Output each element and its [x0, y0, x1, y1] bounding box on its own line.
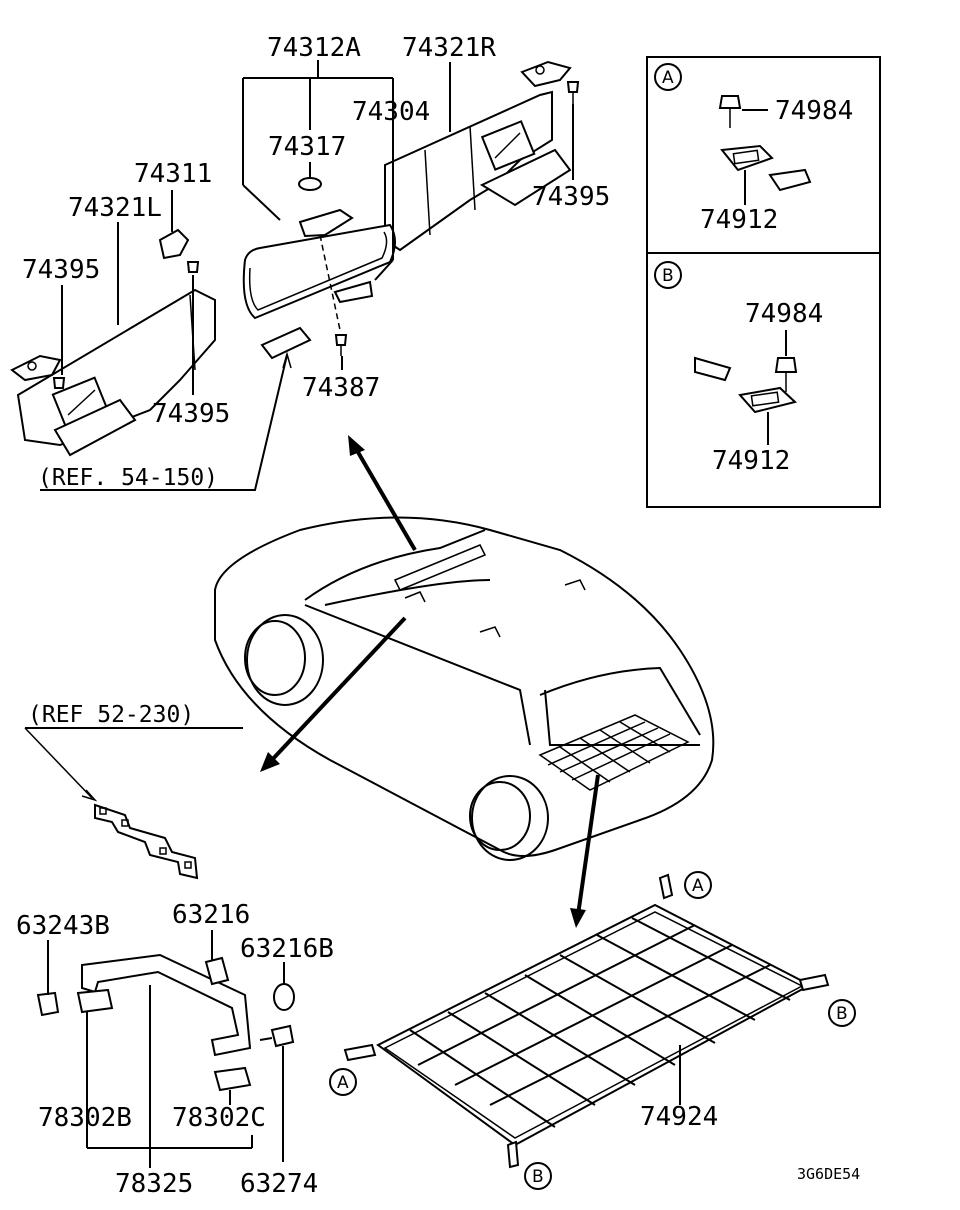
ref-54-150: (REF. 54-150): [38, 465, 218, 491]
clip-74984-a-icon: [718, 95, 742, 109]
side-bracket: [94, 803, 199, 880]
label-74312A: 74312A: [267, 33, 361, 63]
label-74924: 74924: [640, 1102, 718, 1132]
front-wheel: [246, 614, 324, 706]
screw-right-icon: [566, 81, 580, 93]
callout-a-circle: [654, 63, 682, 91]
visor-holder-clip: [158, 228, 190, 260]
label-78302B: 78302B: [38, 1103, 132, 1133]
label-74311: 74311: [134, 159, 212, 189]
screw-74395-mid-icon: [186, 261, 200, 273]
net-hook-top-icon: [658, 873, 674, 900]
net-cord-b-icon: [694, 356, 732, 382]
pad-78302C: [213, 1066, 252, 1092]
label-74395-right: 74395: [532, 182, 610, 212]
callout-a-left-text: A: [337, 1073, 349, 1093]
callout-b-right-circle: [828, 999, 856, 1027]
label-74321R: 74321R: [402, 33, 496, 63]
rear-view-mirror: [242, 223, 396, 320]
net-cord-a-icon: [768, 168, 812, 192]
pad-78302B: [76, 988, 114, 1014]
callout-a-top-circle: [684, 871, 712, 899]
label-63274: 63274: [240, 1169, 318, 1199]
label-74387: 74387: [302, 373, 380, 403]
callout-b-bottom-text: B: [532, 1167, 544, 1187]
callout-b-bottom-circle: [524, 1162, 552, 1190]
diagram-code: 3G6DE54: [797, 1165, 860, 1183]
label-74395-mid: 74395: [152, 399, 230, 429]
detail-box: [646, 56, 881, 508]
label-74395-left: 74395: [22, 255, 100, 285]
screw-left-icon: [52, 377, 66, 389]
label-63216B: 63216B: [240, 934, 334, 964]
cargo-net: [343, 873, 830, 1169]
clip-63216: [204, 956, 230, 986]
ring-63216B: [273, 983, 295, 1011]
label-63243B: 63243B: [16, 911, 110, 941]
sun-visor-holder: [333, 280, 374, 304]
net-hook-left-icon: [343, 1043, 377, 1062]
vanity-cover-right: [479, 148, 572, 207]
hook-74912-a-icon: [720, 144, 774, 172]
callout-a-top-text: A: [692, 876, 704, 896]
clip-74984-b-icon: [774, 357, 798, 373]
label-74984-b: 74984: [745, 299, 823, 329]
label-74317: 74317: [268, 132, 346, 162]
net-hook-bottom-icon: [506, 1140, 520, 1169]
mirror-mount: [298, 208, 354, 238]
callout-b-text: B: [662, 266, 674, 286]
label-74984-a: 74984: [775, 96, 853, 126]
label-78302C: 78302C: [172, 1103, 266, 1133]
label-78325: 78325: [115, 1169, 193, 1199]
rear-wheel: [471, 775, 549, 861]
grab-handle-assembly: [36, 953, 295, 1092]
cargo-net-in-car: [538, 714, 690, 791]
label-74912-b: 74912: [712, 446, 790, 476]
mirror-base-cover: [260, 326, 312, 360]
sun-visor-assembly: [10, 60, 580, 457]
screw-74387-icon: [334, 334, 348, 346]
label-63216: 63216: [172, 900, 250, 930]
label-74304: 74304: [352, 97, 430, 127]
net-hook-right-icon: [798, 973, 830, 992]
callout-a-left-circle: [329, 1068, 357, 1096]
label-74321L: 74321L: [68, 193, 162, 223]
ref-52-230: (REF 52-230): [28, 702, 194, 728]
vehicle-outline: [214, 516, 715, 861]
visor-hinge-right: [520, 60, 572, 88]
arrows: [260, 435, 600, 928]
bolt-63274-icon: [270, 1024, 295, 1048]
callout-a-text: A: [662, 68, 674, 88]
leader-lines-top: [40, 60, 574, 491]
label-74912-a: 74912: [700, 205, 778, 235]
mirror-cover: [298, 177, 322, 191]
bracket-ref-52-230: [24, 727, 243, 880]
leader-lines-bottom-left: [47, 930, 285, 1168]
callout-b-circle: [654, 261, 682, 289]
callout-b-right-text: B: [836, 1004, 848, 1024]
vanity-cover-left: [53, 398, 137, 457]
pad-63243B: [36, 991, 60, 1017]
part-labels: 74312A 74321R 74304 74317 74311 74321L 7…: [16, 33, 860, 1199]
